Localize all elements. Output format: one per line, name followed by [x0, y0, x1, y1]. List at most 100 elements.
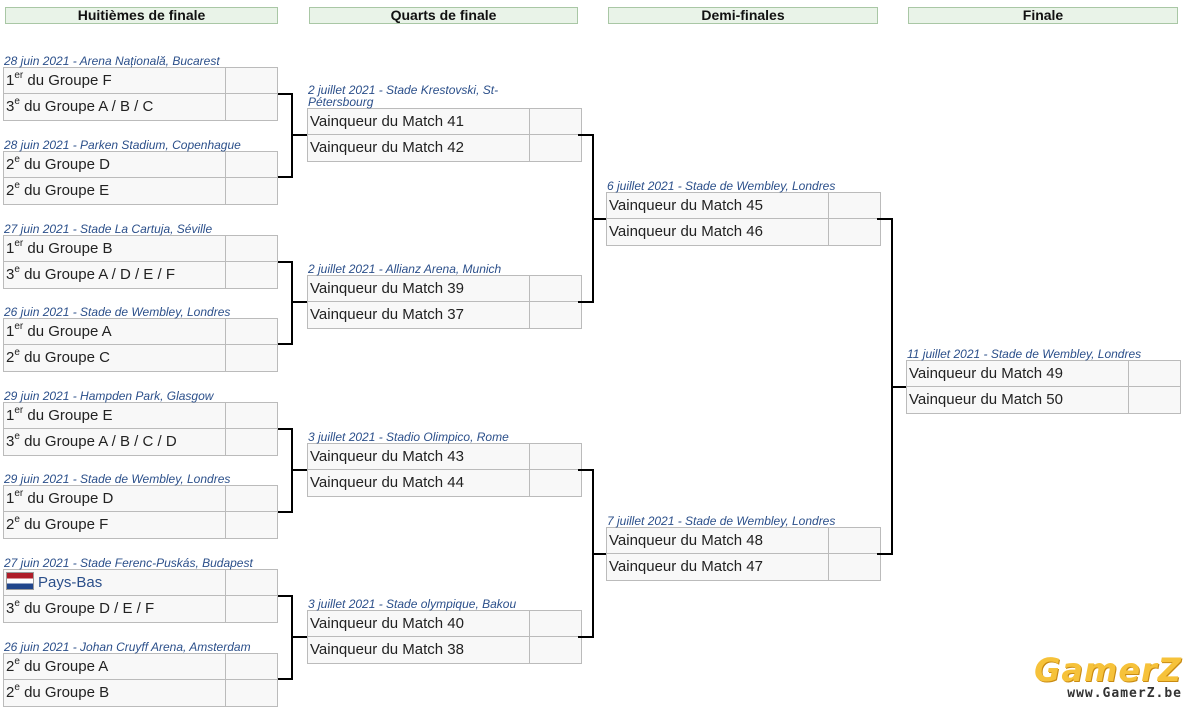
team-slot: 1er du Groupe B	[3, 235, 278, 262]
score-cell	[530, 276, 581, 301]
connector-r16-3-4	[278, 261, 307, 345]
team-slot: 3e du Groupe A / D / E / F	[3, 262, 278, 289]
gamerz-watermark: GamerZ www.GamerZ.be	[1034, 654, 1182, 701]
team-name: Vainqueur du Match 45	[607, 193, 829, 218]
team-slot: 2e du Groupe C	[3, 345, 278, 372]
team-slot: 1er du Groupe D	[3, 485, 278, 512]
qf-match-2: 2 juillet 2021 - Allianz Arena, Munich V…	[307, 263, 582, 329]
team-name: 3e du Groupe A / B / C / D	[4, 429, 226, 455]
netherlands-flag-icon	[6, 572, 34, 590]
team-slot: 3e du Groupe A / B / C / D	[3, 429, 278, 456]
team-name: Vainqueur du Match 39	[308, 276, 530, 301]
score-cell	[226, 654, 277, 679]
team-name: 3e du Groupe A / D / E / F	[4, 262, 226, 288]
match-info: 27 juin 2021 - Stade Ferenc-Puskás, Buda…	[4, 556, 253, 570]
round-header-sf: Demi-finales	[608, 7, 878, 24]
match-info: 3 juillet 2021 - Stadio Olimpico, Rome	[308, 430, 509, 444]
r16-match-5: 29 juin 2021 - Hampden Park, Glasgow 1er…	[3, 390, 278, 456]
score-cell	[226, 262, 277, 288]
sf-match-2: 7 juillet 2021 - Stade de Wembley, Londr…	[606, 515, 881, 581]
score-cell	[226, 319, 277, 344]
team-slot: Vainqueur du Match 39	[307, 275, 582, 302]
team-slot: 3e du Groupe A / B / C	[3, 94, 278, 121]
match-info: 26 juin 2021 - Stade de Wembley, Londres	[4, 305, 231, 319]
score-cell	[226, 429, 277, 455]
team-name: Vainqueur du Match 37	[308, 302, 530, 328]
gamerz-url: www.GamerZ.be	[1067, 686, 1182, 701]
score-cell	[829, 528, 880, 553]
team-slot: Vainqueur du Match 46	[606, 219, 881, 246]
qf-match-1: 2 juillet 2021 - Stade Krestovski, St-Pé…	[307, 84, 582, 162]
team-slot: Vainqueur du Match 43	[307, 443, 582, 470]
team-name: Pays-Bas	[4, 570, 226, 595]
connector-r16-5-6	[278, 428, 307, 513]
team-slot: Vainqueur du Match 41	[307, 108, 582, 135]
score-cell	[530, 444, 581, 469]
team-slot: 1er du Groupe A	[3, 318, 278, 345]
team-name: Vainqueur du Match 42	[308, 135, 530, 161]
r16-match-7: 27 juin 2021 - Stade Ferenc-Puskás, Buda…	[3, 557, 278, 623]
score-cell	[226, 178, 277, 204]
match-info: 29 juin 2021 - Stade de Wembley, Londres	[4, 472, 231, 486]
match-info: 27 juin 2021 - Stade La Cartuja, Séville	[4, 222, 213, 236]
score-cell	[530, 637, 581, 663]
team-name: Vainqueur du Match 41	[308, 109, 530, 134]
team-slot: 3e du Groupe D / E / F	[3, 596, 278, 623]
score-cell	[530, 302, 581, 328]
team-name: 3e du Groupe D / E / F	[4, 596, 226, 622]
team-slot: Vainqueur du Match 45	[606, 192, 881, 219]
score-cell	[226, 236, 277, 261]
r16-match-4: 26 juin 2021 - Stade de Wembley, Londres…	[3, 306, 278, 372]
team-name: Vainqueur du Match 43	[308, 444, 530, 469]
team-slot: 2e du Groupe B	[3, 680, 278, 707]
gamerz-logo: GamerZ	[1034, 651, 1182, 689]
score-cell	[530, 611, 581, 636]
round-header-r16: Huitièmes de finale	[5, 7, 278, 24]
team-slot: Vainqueur du Match 47	[606, 554, 881, 581]
team-name: Vainqueur du Match 46	[607, 219, 829, 245]
match-info: 2 juillet 2021 - Stade Krestovski, St-Pé…	[308, 83, 499, 109]
connector-r16-7-8	[278, 595, 307, 680]
score-cell	[829, 554, 880, 580]
final-match: 11 juillet 2021 - Stade de Wembley, Lond…	[906, 348, 1181, 414]
team-name: 3e du Groupe A / B / C	[4, 94, 226, 120]
score-cell	[226, 68, 277, 93]
team-name: 2e du Groupe B	[4, 680, 226, 706]
match-info: 6 juillet 2021 - Stade de Wembley, Londr…	[607, 179, 836, 193]
match-info: 29 juin 2021 - Hampden Park, Glasgow	[4, 389, 214, 403]
score-cell	[226, 512, 277, 538]
team-name: 2e du Groupe D	[4, 152, 226, 177]
score-cell	[226, 152, 277, 177]
team-name: 1er du Groupe B	[4, 236, 226, 261]
score-cell	[226, 596, 277, 622]
r16-match-8: 26 juin 2021 - Johan Cruyff Arena, Amste…	[3, 641, 278, 707]
connector-sf-1-2	[877, 218, 906, 555]
team-slot: Vainqueur du Match 42	[307, 135, 582, 162]
r16-match-6: 29 juin 2021 - Stade de Wembley, Londres…	[3, 473, 278, 539]
r16-match-1: 28 juin 2021 - Arena Națională, Bucarest…	[3, 55, 278, 121]
team-name: 2e du Groupe E	[4, 178, 226, 204]
r16-match-2: 28 juin 2021 - Parken Stadium, Copenhagu…	[3, 139, 278, 205]
score-cell	[530, 470, 581, 496]
team-name: 1er du Groupe D	[4, 486, 226, 511]
round-header-qf: Quarts de finale	[309, 7, 578, 24]
connector-r16-1-2	[278, 93, 307, 178]
team-name: 2e du Groupe C	[4, 345, 226, 371]
qf-match-4: 3 juillet 2021 - Stade olympique, Bakou …	[307, 598, 582, 664]
team-slot: 1er du Groupe E	[3, 402, 278, 429]
match-info: 28 juin 2021 - Parken Stadium, Copenhagu…	[4, 138, 241, 152]
team-link-pays-bas[interactable]: Pays-Bas	[38, 574, 103, 591]
match-info: 26 juin 2021 - Johan Cruyff Arena, Amste…	[4, 640, 251, 654]
team-slot: Vainqueur du Match 37	[307, 302, 582, 329]
score-cell	[530, 135, 581, 161]
team-name: Vainqueur du Match 49	[907, 361, 1129, 386]
score-cell	[829, 193, 880, 218]
score-cell	[226, 94, 277, 120]
team-slot: 2e du Groupe D	[3, 151, 278, 178]
team-slot: Pays-Bas	[3, 569, 278, 596]
team-slot: Vainqueur du Match 48	[606, 527, 881, 554]
match-info: 3 juillet 2021 - Stade olympique, Bakou	[308, 597, 517, 611]
score-cell	[226, 680, 277, 706]
qf-match-3: 3 juillet 2021 - Stadio Olimpico, Rome V…	[307, 431, 582, 497]
score-cell	[829, 219, 880, 245]
